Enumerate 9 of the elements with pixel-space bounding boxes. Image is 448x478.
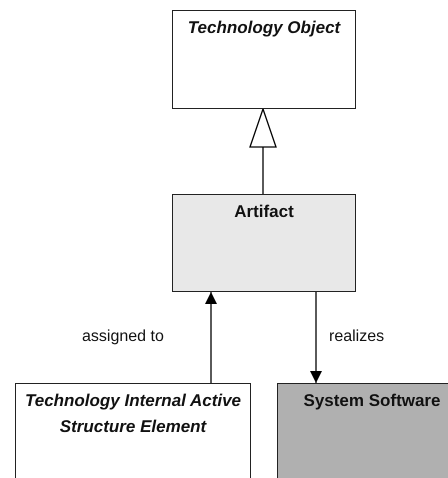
element-box xyxy=(172,194,356,292)
element-box xyxy=(172,10,356,109)
edge-label: assigned to xyxy=(80,328,166,346)
element-name: Artifact xyxy=(233,201,295,223)
element-name: Technology Internal Active Structure Element xyxy=(24,390,242,438)
element-box xyxy=(15,383,251,478)
element-name: Technology Object xyxy=(186,17,342,39)
element-box xyxy=(277,383,448,478)
element-name: System Software xyxy=(302,390,442,412)
